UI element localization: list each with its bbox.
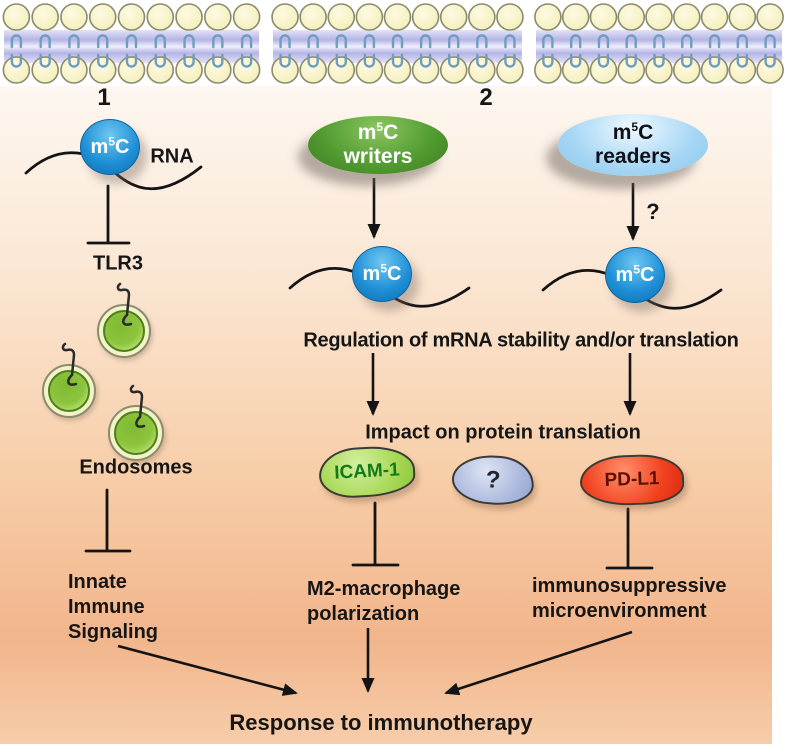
- m5c-ball-middle: m5C: [352, 246, 412, 302]
- m5c-readers-oval: m5C readers: [558, 114, 708, 176]
- section-2-label: 2: [479, 84, 493, 111]
- pdl1-protein: PD-L1: [579, 453, 685, 507]
- response-to-immunotherapy-label: Response to immunotherapy: [229, 710, 533, 735]
- innate-immune-signaling-label: Innate Immune Signaling: [68, 571, 158, 643]
- m2-macrophage-label: M2-macrophage polarization: [307, 578, 461, 625]
- m5c-ball-left: m5C: [80, 119, 140, 175]
- m5c-writers-oval: m5C writers: [308, 116, 448, 174]
- endosomes-label: Endosomes: [79, 456, 193, 479]
- readers-label: readers: [595, 145, 671, 168]
- m5c-label: m5C: [362, 260, 402, 285]
- regulation-statement: Regulation of mRNA stability and/or tran…: [303, 329, 739, 352]
- cell-membrane-illustration: [2, 3, 784, 84]
- endosome-1: [97, 304, 151, 358]
- endosome-3: [108, 405, 164, 461]
- immunosuppressive-label: immunosuppressive microenvironment: [532, 575, 727, 622]
- m5c-label: m5C: [357, 120, 399, 144]
- m5c-label: m5C: [90, 133, 130, 158]
- m5c-label: m5C: [612, 120, 654, 144]
- impact-statement: Impact on protein translation: [365, 421, 641, 444]
- m5c-ball-right: m5C: [605, 247, 665, 303]
- section-1-label: 1: [97, 84, 111, 111]
- endosome-2: [42, 364, 96, 418]
- rna-label: RNA: [150, 145, 194, 168]
- m5c-label: m5C: [615, 261, 655, 286]
- writers-label: writers: [343, 145, 413, 168]
- reader-question-mark: ?: [646, 199, 660, 224]
- tlr3-label: TLR3: [93, 252, 143, 275]
